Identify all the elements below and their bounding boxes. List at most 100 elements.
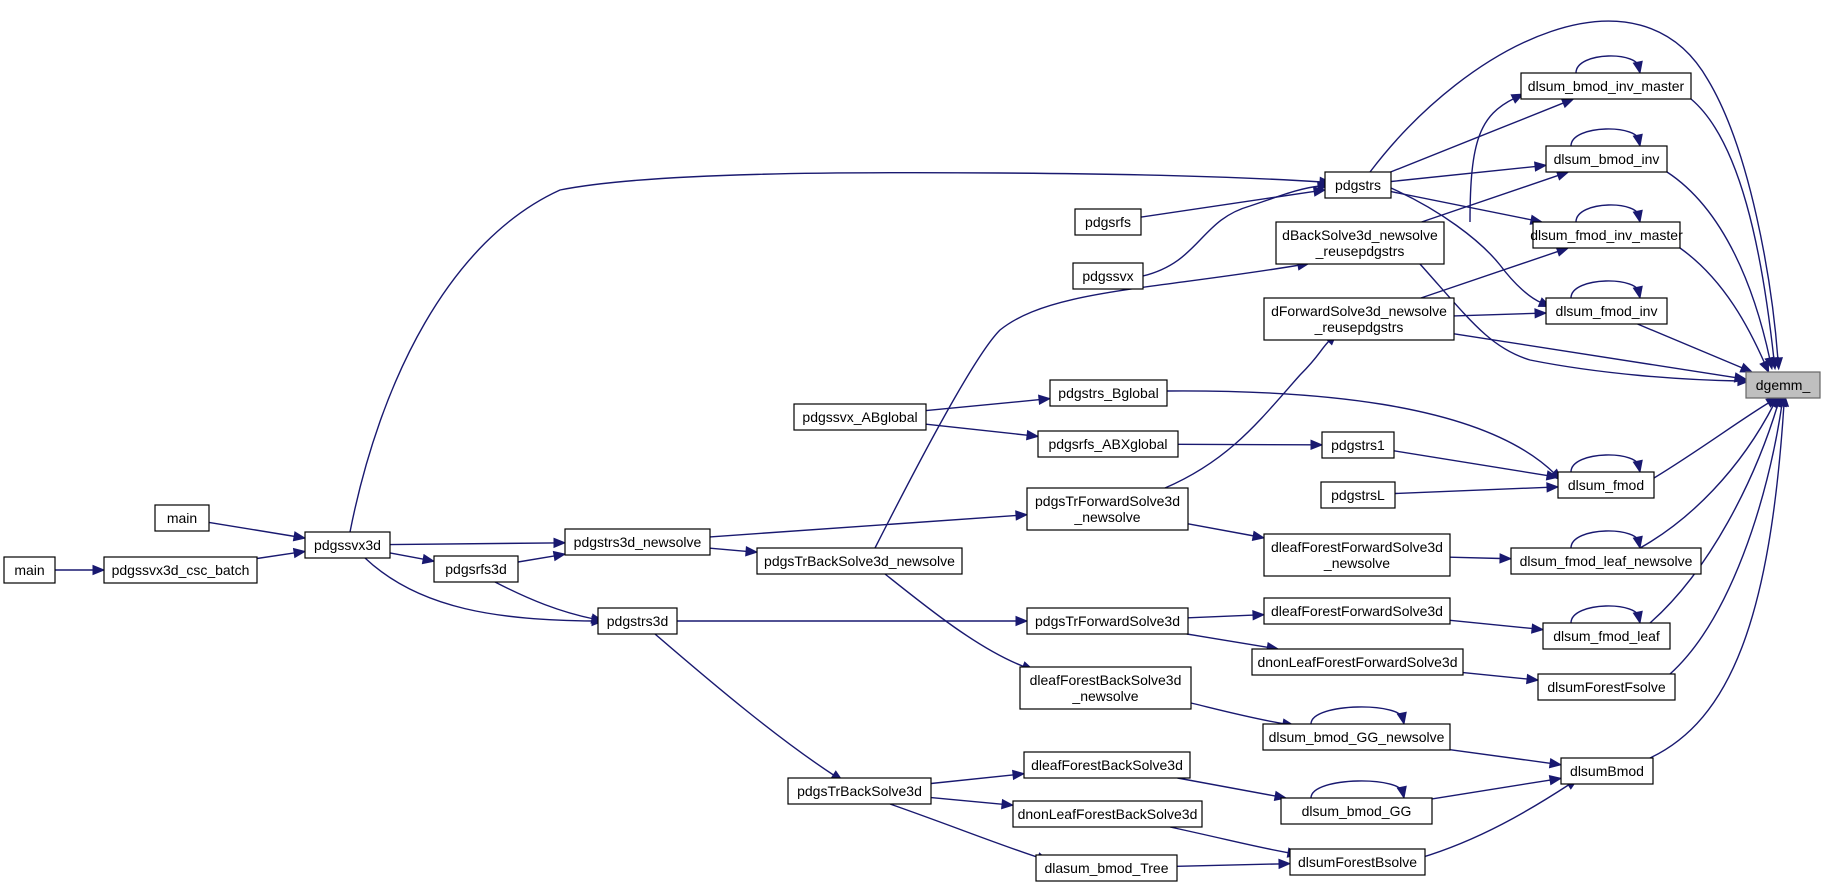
edge-pdgssvx_ABglobal-to-pdgstrs_Bglobal (925, 394, 1052, 412)
node-label: _newsolve (1073, 509, 1140, 525)
node-pdgstrs1[interactable]: pdgstrs1 (1321, 431, 1395, 459)
node-dlsum-bmod-inv-master[interactable]: dlsum_bmod_inv_master (1520, 72, 1692, 100)
node-box (103, 556, 258, 584)
node-dlsum-fmod-leaf-newsolve[interactable]: dlsum_fmod_leaf_newsolve (1510, 547, 1702, 575)
node-dnonLeafForestBackSolve3d[interactable]: dnonLeafForestBackSolve3d (1012, 800, 1203, 828)
node-label: dlasum_bmod_Tree (1045, 860, 1169, 876)
edge-line (1431, 779, 1552, 800)
node-label: dlsum_bmod_GG (1302, 803, 1412, 819)
node-pdgstrs-Bglobal[interactable]: pdgstrs_Bglobal (1049, 379, 1168, 407)
node-dForwardSolve3d[interactable]: dForwardSolve3d_newsolve_reusepdgstrs (1263, 297, 1455, 341)
node-pdgsTrForwardSolve3d[interactable]: pdgsTrForwardSolve3d (1026, 607, 1189, 635)
node-dleafForestForwardSolve3d[interactable]: dleafForestForwardSolve3d (1263, 597, 1451, 625)
node-pdgsTrBackSolve3d-newsolve[interactable]: pdgsTrBackSolve3d_newsolve (756, 547, 963, 575)
node-dlsum-fmod-inv-master[interactable]: dlsum_fmod_inv_master (1530, 221, 1683, 249)
edge-pdgsTrBackSolve3d-to-dnonLeafForestBackSolve3d (930, 796, 1015, 810)
node-pdgsrfs-ABXglobal[interactable]: pdgsrfs_ABXglobal (1037, 430, 1179, 458)
node-pdgsTrBackSolve3d[interactable]: pdgsTrBackSolve3d (787, 777, 932, 805)
arrowhead-icon (745, 546, 759, 557)
arrowhead-icon (1548, 757, 1563, 769)
node-dlsumForestBsolve[interactable]: dlsumForestBsolve (1289, 848, 1426, 876)
node-main-a[interactable]: main (154, 504, 210, 532)
node-box (597, 607, 678, 635)
edge-dleafForestForwardSolve3d-to-dlsum_fmod_leaf (1449, 619, 1545, 634)
node-dnonLeafForestForwardSolve3d[interactable]: dnonLeafForestForwardSolve3d (1251, 648, 1464, 676)
node-label: _newsolve (1071, 688, 1138, 704)
arrowhead-icon (1632, 209, 1643, 224)
edge-line (1190, 702, 1286, 725)
node-pdgssvx3d-csc-batch[interactable]: pdgssvx3d_csc_batch (103, 556, 258, 584)
arrowhead-icon (1534, 308, 1548, 319)
node-dlsumForestFsolve[interactable]: dlsumForestFsolve (1537, 673, 1676, 701)
node-dlsum-bmod-GG[interactable]: dlsum_bmod_GG (1280, 797, 1433, 825)
node-label: dlsum_fmod_inv (1556, 303, 1658, 319)
node-main-b[interactable]: main (3, 556, 56, 584)
edge-line (1649, 403, 1779, 624)
node-dlasum-bmod-Tree[interactable]: dlasum_bmod_Tree (1035, 854, 1178, 882)
edge-line (654, 633, 836, 777)
node-pdgstrsL[interactable]: pdgstrsL (1320, 481, 1396, 509)
edge-pdgssvx3d_csc_batch-to-pdgssvx3d (256, 547, 307, 560)
node-dlsum-fmod[interactable]: dlsum_fmod (1557, 471, 1655, 499)
node-pdgstrs[interactable]: pdgstrs (1324, 171, 1392, 199)
node-dlsum-fmod-leaf[interactable]: dlsum_fmod_leaf (1542, 622, 1671, 650)
edge-line (1421, 174, 1560, 223)
node-label: dleafForestForwardSolve3d (1271, 539, 1443, 555)
node-pdgssvx3d[interactable]: pdgssvx3d (304, 531, 391, 559)
arrowhead-icon (1499, 553, 1513, 564)
node-box (1012, 800, 1203, 828)
node-dBackSolve3d[interactable]: dBackSolve3d_newsolve_reusepdgstrs (1275, 221, 1445, 265)
arrowhead-icon (1733, 372, 1748, 383)
arrowhead-icon (1012, 769, 1026, 781)
edge-pdgstrs-to-dlsum_fmod_inv_master (1390, 190, 1544, 225)
node-box (1263, 533, 1451, 577)
nodes-layer: dgemm_ dlsum_bmod_inv_master dlsum_bmod_in… (3, 72, 1821, 882)
node-dlsumBmod[interactable]: dlsumBmod (1560, 757, 1654, 785)
edge-pdgstrs-to-dgemm_ (1369, 20, 1783, 371)
node-dleafForestBackSolve3d[interactable]: dleafForestBackSolve3d (1023, 751, 1191, 779)
edge-pdgstrs3d-to-pdgsTrForwardSolve3d (677, 615, 1029, 627)
node-label: _reusepdgstrs (1315, 243, 1405, 259)
edge-line (1390, 187, 1543, 304)
edge-dlsum_fmod_inv-to-dlsum_fmod_inv (1570, 280, 1643, 300)
node-label: pdgsTrForwardSolve3d (1035, 493, 1180, 509)
node-box (1072, 262, 1144, 290)
node-pdgstrs3d[interactable]: pdgstrs3d (597, 607, 678, 635)
node-dlsum-bmod-inv[interactable]: dlsum_bmod_inv (1545, 145, 1668, 173)
edge-line (874, 264, 1301, 549)
edge-line (1649, 403, 1785, 759)
arrowhead-icon (292, 547, 307, 559)
edge-pdgsTrForwardSolve3d_newsolve-to-dleafFFS3d_newsolve (1187, 523, 1266, 541)
node-dleafFFS3d-newsolve[interactable]: dleafForestForwardSolve3d_newsolve (1263, 533, 1451, 577)
arrowhead-icon (1310, 439, 1324, 451)
node-pdgsrfs[interactable]: pdgsrfs (1074, 208, 1142, 236)
node-dlsum-bmod-GG-newsolve[interactable]: dlsum_bmod_GG_newsolve (1262, 723, 1451, 751)
node-dlsum-fmod-inv[interactable]: dlsum_fmod_inv (1545, 297, 1668, 325)
node-pdgssvx[interactable]: pdgssvx (1072, 262, 1144, 290)
node-label: pdgstrs3d_newsolve (574, 534, 702, 550)
arrowhead-icon (1396, 711, 1407, 726)
edge-dlsum_fmod_leaf-to-dlsum_fmod_leaf (1570, 605, 1643, 625)
node-pdgsrfs3d[interactable]: pdgsrfs3d (433, 555, 519, 583)
edge-dleafFFS3d_newsolve-to-dlsum_fmod_leaf_newsolve (1449, 553, 1513, 564)
node-label: pdgsTrForwardSolve3d (1035, 613, 1180, 629)
edge-main_b-to-pdgssvx3d_csc_batch (55, 564, 106, 576)
node-label: dlsumBmod (1570, 763, 1644, 779)
node-box (1532, 221, 1681, 249)
edges-layer (55, 20, 1790, 870)
edge-line (1570, 454, 1640, 473)
arrowhead-icon (1772, 357, 1783, 371)
edge-line (1393, 450, 1549, 477)
node-box (1026, 487, 1189, 531)
node-label: dleafForestBackSolve3d (1031, 757, 1183, 773)
node-dleafFBS3d-newsolve[interactable]: dleafForestBackSolve3d_newsolve (1019, 666, 1192, 710)
edge-line (930, 796, 1004, 805)
edge-line (1575, 55, 1640, 74)
node-box (1510, 547, 1702, 575)
node-pdgsTrForwardSolve3d-newsolve[interactable]: pdgsTrForwardSolve3d_newsolve (1026, 487, 1189, 531)
node-dgemm-[interactable]: dgemm_ (1745, 371, 1821, 399)
edge-line (256, 552, 296, 560)
node-pdgssvx-ABglobal[interactable]: pdgssvx_ABglobal (793, 403, 927, 431)
node-pdgstrs3d-newsolve[interactable]: pdgstrs3d_newsolve (564, 528, 711, 556)
node-box (1542, 622, 1671, 650)
